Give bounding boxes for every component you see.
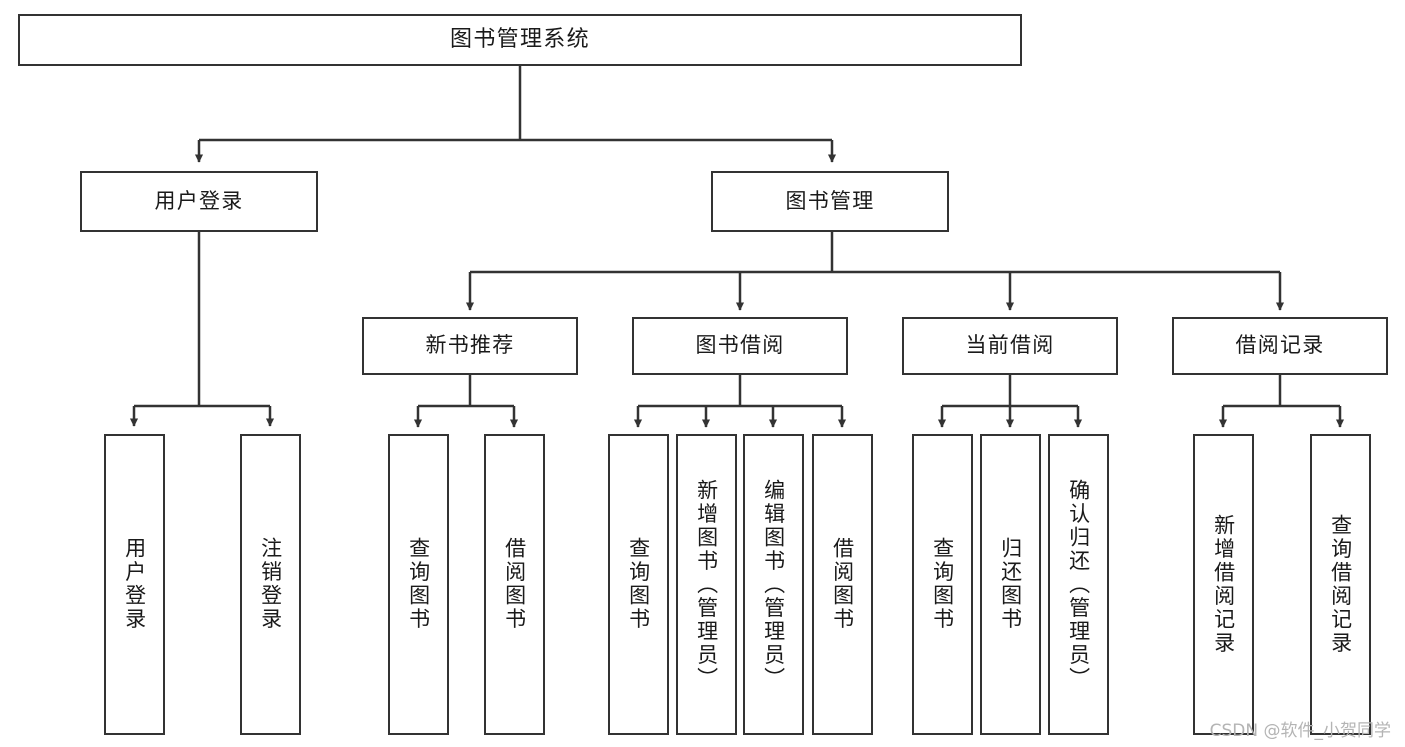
node-label: 借阅记录 (1235, 333, 1325, 358)
watermark-text: CSDN @软件_小贺同学 (1209, 721, 1391, 741)
node-label: 新增图书（管理员） (694, 478, 719, 691)
node-label: 用户登录 (154, 188, 244, 213)
node-current-borrow[interactable]: 当前借阅 (902, 317, 1118, 375)
node-label: 图书管理系统 (450, 26, 590, 52)
node-leaf-add-record[interactable]: 新增借阅记录 (1193, 434, 1254, 735)
node-borrow-record[interactable]: 借阅记录 (1172, 317, 1388, 375)
node-leaf-edit-book[interactable]: 编辑图书（管理员） (743, 434, 804, 735)
node-label: 查询图书 (626, 537, 651, 632)
node-label: 当前借阅 (965, 333, 1055, 358)
node-leaf-query-book-1[interactable]: 查询图书 (388, 434, 449, 735)
node-label: 新增借阅记录 (1211, 513, 1236, 656)
node-root-system[interactable]: 图书管理系统 (18, 14, 1022, 66)
node-leaf-return-book[interactable]: 归还图书 (980, 434, 1041, 735)
node-leaf-user-login[interactable]: 用户登录 (104, 434, 165, 735)
node-new-book-recommend[interactable]: 新书推荐 (362, 317, 578, 375)
node-leaf-confirm-return[interactable]: 确认归还（管理员） (1048, 434, 1109, 735)
node-label: 查询图书 (406, 537, 431, 632)
node-leaf-query-record[interactable]: 查询借阅记录 (1310, 434, 1371, 735)
node-label: 借阅图书 (502, 537, 527, 632)
node-label: 归还图书 (998, 537, 1023, 632)
node-book-manage[interactable]: 图书管理 (711, 171, 949, 232)
node-leaf-borrow-book-1[interactable]: 借阅图书 (484, 434, 545, 735)
node-leaf-query-book-3[interactable]: 查询图书 (912, 434, 973, 735)
node-label: 确认归还（管理员） (1066, 478, 1091, 691)
node-leaf-add-book[interactable]: 新增图书（管理员） (676, 434, 737, 735)
node-leaf-query-book-2[interactable]: 查询图书 (608, 434, 669, 735)
node-leaf-borrow-book-2[interactable]: 借阅图书 (812, 434, 873, 735)
node-user-login[interactable]: 用户登录 (80, 171, 318, 232)
node-label: 图书管理 (785, 188, 875, 213)
node-book-borrow[interactable]: 图书借阅 (632, 317, 848, 375)
node-label: 编辑图书（管理员） (761, 478, 786, 691)
node-label: 查询借阅记录 (1328, 513, 1353, 656)
node-label: 查询图书 (930, 537, 955, 632)
node-label: 新书推荐 (425, 333, 515, 358)
node-label: 用户登录 (122, 537, 147, 632)
node-leaf-logout-login[interactable]: 注销登录 (240, 434, 301, 735)
node-label: 注销登录 (258, 537, 283, 632)
node-label: 图书借阅 (695, 333, 785, 358)
node-label: 借阅图书 (830, 537, 855, 632)
